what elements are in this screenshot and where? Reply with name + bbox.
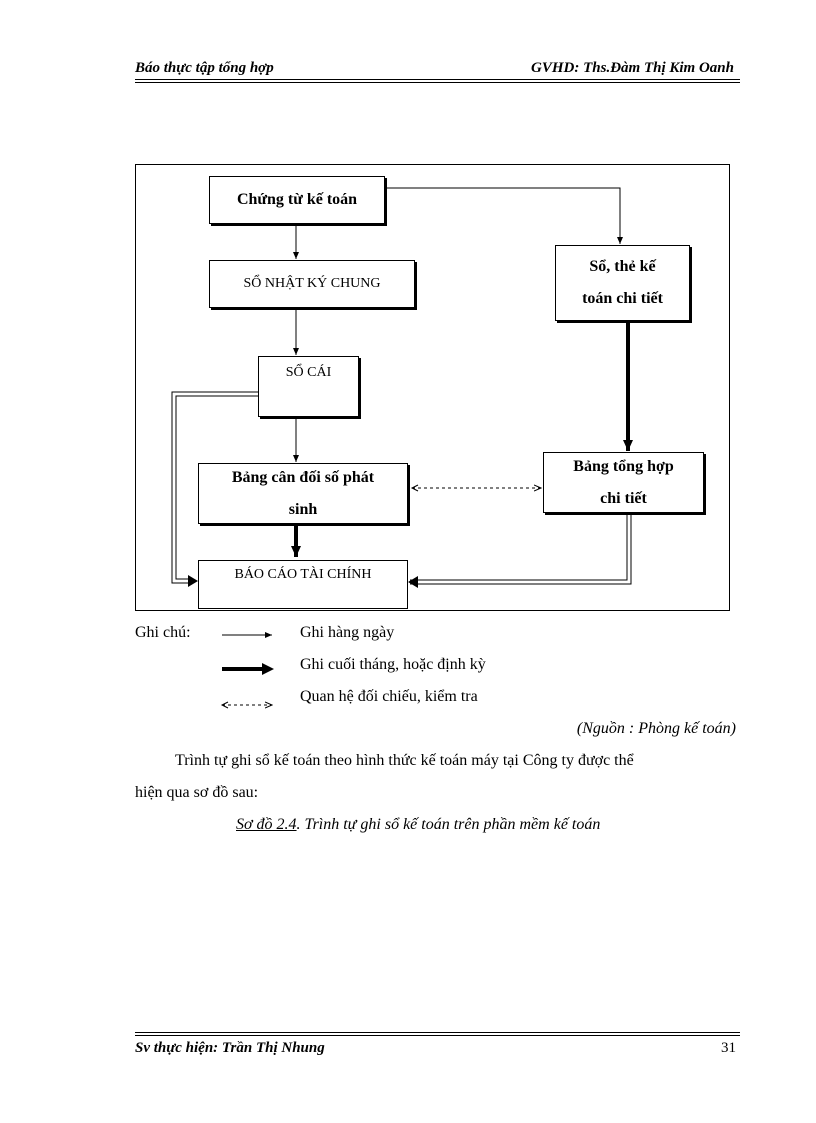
source-note: (Nguồn : Phòng kế toán) (576, 720, 736, 737)
box-so-cai-label: SỔ CÁI (285, 365, 332, 380)
box-bang-tong-hop-line1: Bảng tổng hợp (573, 457, 674, 475)
arrow-bangtonghop-baocao-b (410, 514, 632, 585)
paragraph-line-2: hiện qua sơ đồ sau: (135, 784, 259, 801)
box-so-the-line2: toán chi tiết (582, 290, 663, 307)
header-right: GVHD: Ths.Đàm Thị Kim Oanh (531, 60, 734, 76)
box-bang-can-doi-line1: Bảng cân đối số phát (231, 468, 375, 486)
box-so-cai: SỔ CÁI (258, 356, 359, 417)
box-so-the-line1: Sổ, thẻ kế (589, 258, 656, 275)
arrow-bangtonghop-baocao-a (410, 514, 628, 581)
diagram-frame (135, 164, 730, 611)
arrow-socai-baocao-b (175, 395, 258, 580)
arrow-bangtonghop-baocao-head (408, 576, 418, 588)
paragraph-line-1: Trình tự ghi sổ kế toán theo hình thức k… (175, 752, 634, 769)
box-bang-can-doi: Bảng cân đối số phát sinh (198, 463, 408, 524)
legend-arrow-reconcile-left-head (220, 701, 229, 709)
footer-author: Sv thực hiện: Trần Thị Nhung (135, 1040, 325, 1056)
box-chung-tu-ke-toan: Chứng từ kế toán (209, 176, 385, 224)
figure-caption: Sơ đồ 2.4. Trình tự ghi sổ kế toán trên … (236, 816, 600, 834)
header-left: Báo thực tập tổng hợp (135, 60, 274, 76)
arrow-dashed-reconcile-left-head (410, 484, 419, 492)
box-bao-cao-tai-chinh: BÁO CÁO TÀI CHÍNH (198, 560, 408, 609)
box-bang-tong-hop: Bảng tổng hợp chi tiết (543, 452, 704, 513)
box-so-nhat-ky-chung: SỔ NHẬT KÝ CHUNG (209, 260, 415, 308)
legend-arrow-periodic-head (262, 663, 274, 675)
header-rule-2 (135, 82, 740, 83)
box-bang-tong-hop-line2: chi tiết (600, 489, 647, 507)
caption-text: . Trình tự ghi sổ kế toán trên phần mềm … (296, 816, 601, 833)
caption-ref: Sơ đồ 2.4 (236, 816, 297, 833)
footer-rule (135, 1032, 740, 1033)
page-number: 31 (721, 1040, 736, 1056)
box-chung-tu-label: Chứng từ kế toán (236, 191, 358, 208)
arrow-chungtu-sothe (384, 187, 623, 244)
arrow-socai-baocao-a (171, 391, 258, 584)
legend-item-daily: Ghi hàng ngày (300, 624, 395, 641)
legend-title: Ghi chú: (135, 624, 191, 641)
box-bang-can-doi-line2: sinh (288, 500, 318, 518)
footer-rule-2 (135, 1035, 740, 1036)
box-nhat-ky-label: SỔ NHẬT KÝ CHUNG (243, 276, 381, 291)
box-bao-cao-label: BÁO CÁO TÀI CHÍNH (234, 567, 372, 582)
arrow-socai-baocao-head (188, 575, 198, 587)
header-rule (135, 79, 740, 80)
legend-item-periodic: Ghi cuối tháng, hoặc định kỳ (300, 656, 486, 673)
legend-item-reconcile: Quan hệ đối chiếu, kiểm tra (300, 688, 478, 705)
box-so-the-chi-tiet: Sổ, thẻ kế toán chi tiết (555, 245, 690, 321)
